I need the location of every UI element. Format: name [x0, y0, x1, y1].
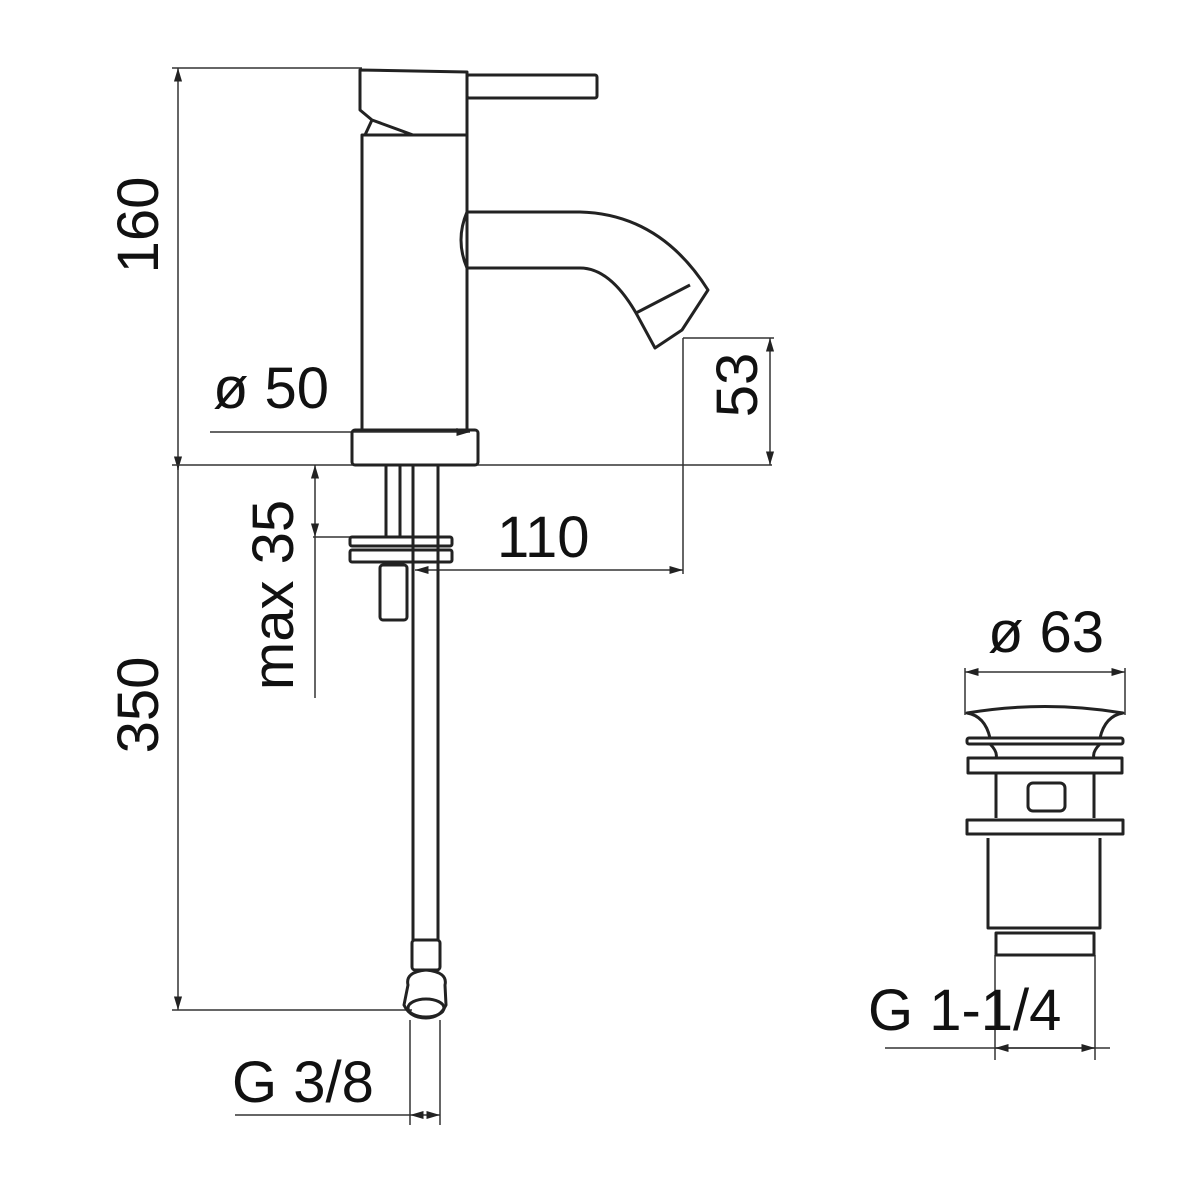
- dimension-lines: [172, 67, 1126, 1125]
- spout-reach-label: 110: [497, 505, 589, 570]
- waste-thread-label: G 1-1/4: [868, 978, 1061, 1043]
- waste-diameter-label: ø 63: [988, 600, 1104, 665]
- body-diameter-label: ø 50: [213, 356, 329, 421]
- shank-and-hose: [348, 465, 454, 1020]
- hose-thread-label: G 3/8: [232, 1050, 374, 1115]
- hose-length-label: 350: [106, 657, 171, 754]
- height-total-label: 160: [106, 177, 171, 274]
- dimension-labels: 160 350 ø 50 53 max 35 110 G 3/8 ø 63 G …: [106, 177, 1104, 1115]
- pop-up-waste: [965, 705, 1125, 957]
- spout-height-label: 53: [705, 353, 770, 418]
- max-deck-thickness-label: max 35: [241, 500, 306, 690]
- basin-mixer: [348, 68, 710, 1020]
